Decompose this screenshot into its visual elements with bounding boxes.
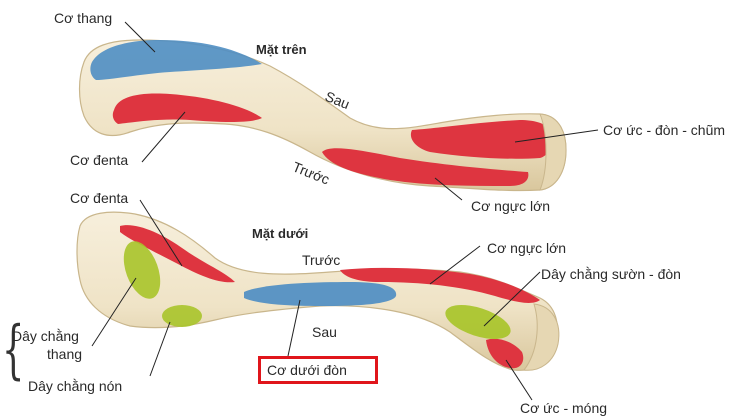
leader-co-uc-mong [505,359,533,401]
label-co-duoi-don: Cơ dưới đòn [267,362,347,378]
label-day-chang-non: Dây chằng nón [28,378,123,394]
label-truoc-bottom: Trước [302,252,341,268]
top-sternal-end [539,113,567,191]
day-chang-suon-don-ligament [445,305,511,339]
leader-co-duoi-don [287,299,301,357]
leader-day-chang-suon-don [483,271,541,327]
label-co-denta-top: Cơ đenta [70,152,129,168]
title-mat-tren: Mặt trên [256,42,307,57]
leader-lines [91,21,599,401]
label-day-chang-thang-1: Dây chằng [12,328,79,344]
bottom-sternal-end [523,303,560,371]
day-chang-non-ligament [162,305,202,327]
leader-co-nguc-lon-top [434,177,463,201]
highlight-box [258,356,378,384]
leader-co-denta-bottom [139,199,183,267]
co-thang-muscle [90,40,262,80]
label-co-thang: Cơ thang [54,10,113,26]
label-co-nguc-lon-top: Cơ ngực lớn [471,198,551,214]
co-uc-don-chum-muscle [410,120,553,159]
brace-glyph: { [2,313,25,387]
co-nguc-lon-bottom-muscle [340,267,540,303]
leader-co-denta-top [141,111,186,163]
leader-co-uc-don-chum [514,129,599,143]
co-nguc-lon-top-muscle [322,148,529,186]
leader-co-nguc-lon-bottom [429,245,481,285]
label-sau-bottom: Sau [312,324,337,340]
day-chang-thang-ligament [123,241,161,299]
leader-co-thang [124,21,156,53]
top-clavicle [78,39,567,192]
label-co-uc-mong: Cơ ức - móng [520,400,608,416]
bottom-clavicle [76,211,560,371]
leader-day-chang-thang [91,277,137,347]
label-day-chang-suon-don: Dây chằng sườn - đòn [541,266,681,282]
co-uc-mong-muscle [486,338,524,369]
title-mat-duoi: Mặt dưới [252,226,309,241]
label-co-denta-bottom: Cơ đenta [70,190,129,206]
co-denta-top-muscle [112,93,262,124]
label-co-uc-don-chum: Cơ ức - đòn - chũm [603,122,726,138]
co-denta-bottom-muscle [120,225,235,283]
leader-day-chang-non [149,321,171,377]
label-day-chang-thang-2: thang [47,346,83,362]
label-co-nguc-lon-bottom: Cơ ngực lớn [487,240,567,256]
co-duoi-don-muscle [244,282,397,306]
